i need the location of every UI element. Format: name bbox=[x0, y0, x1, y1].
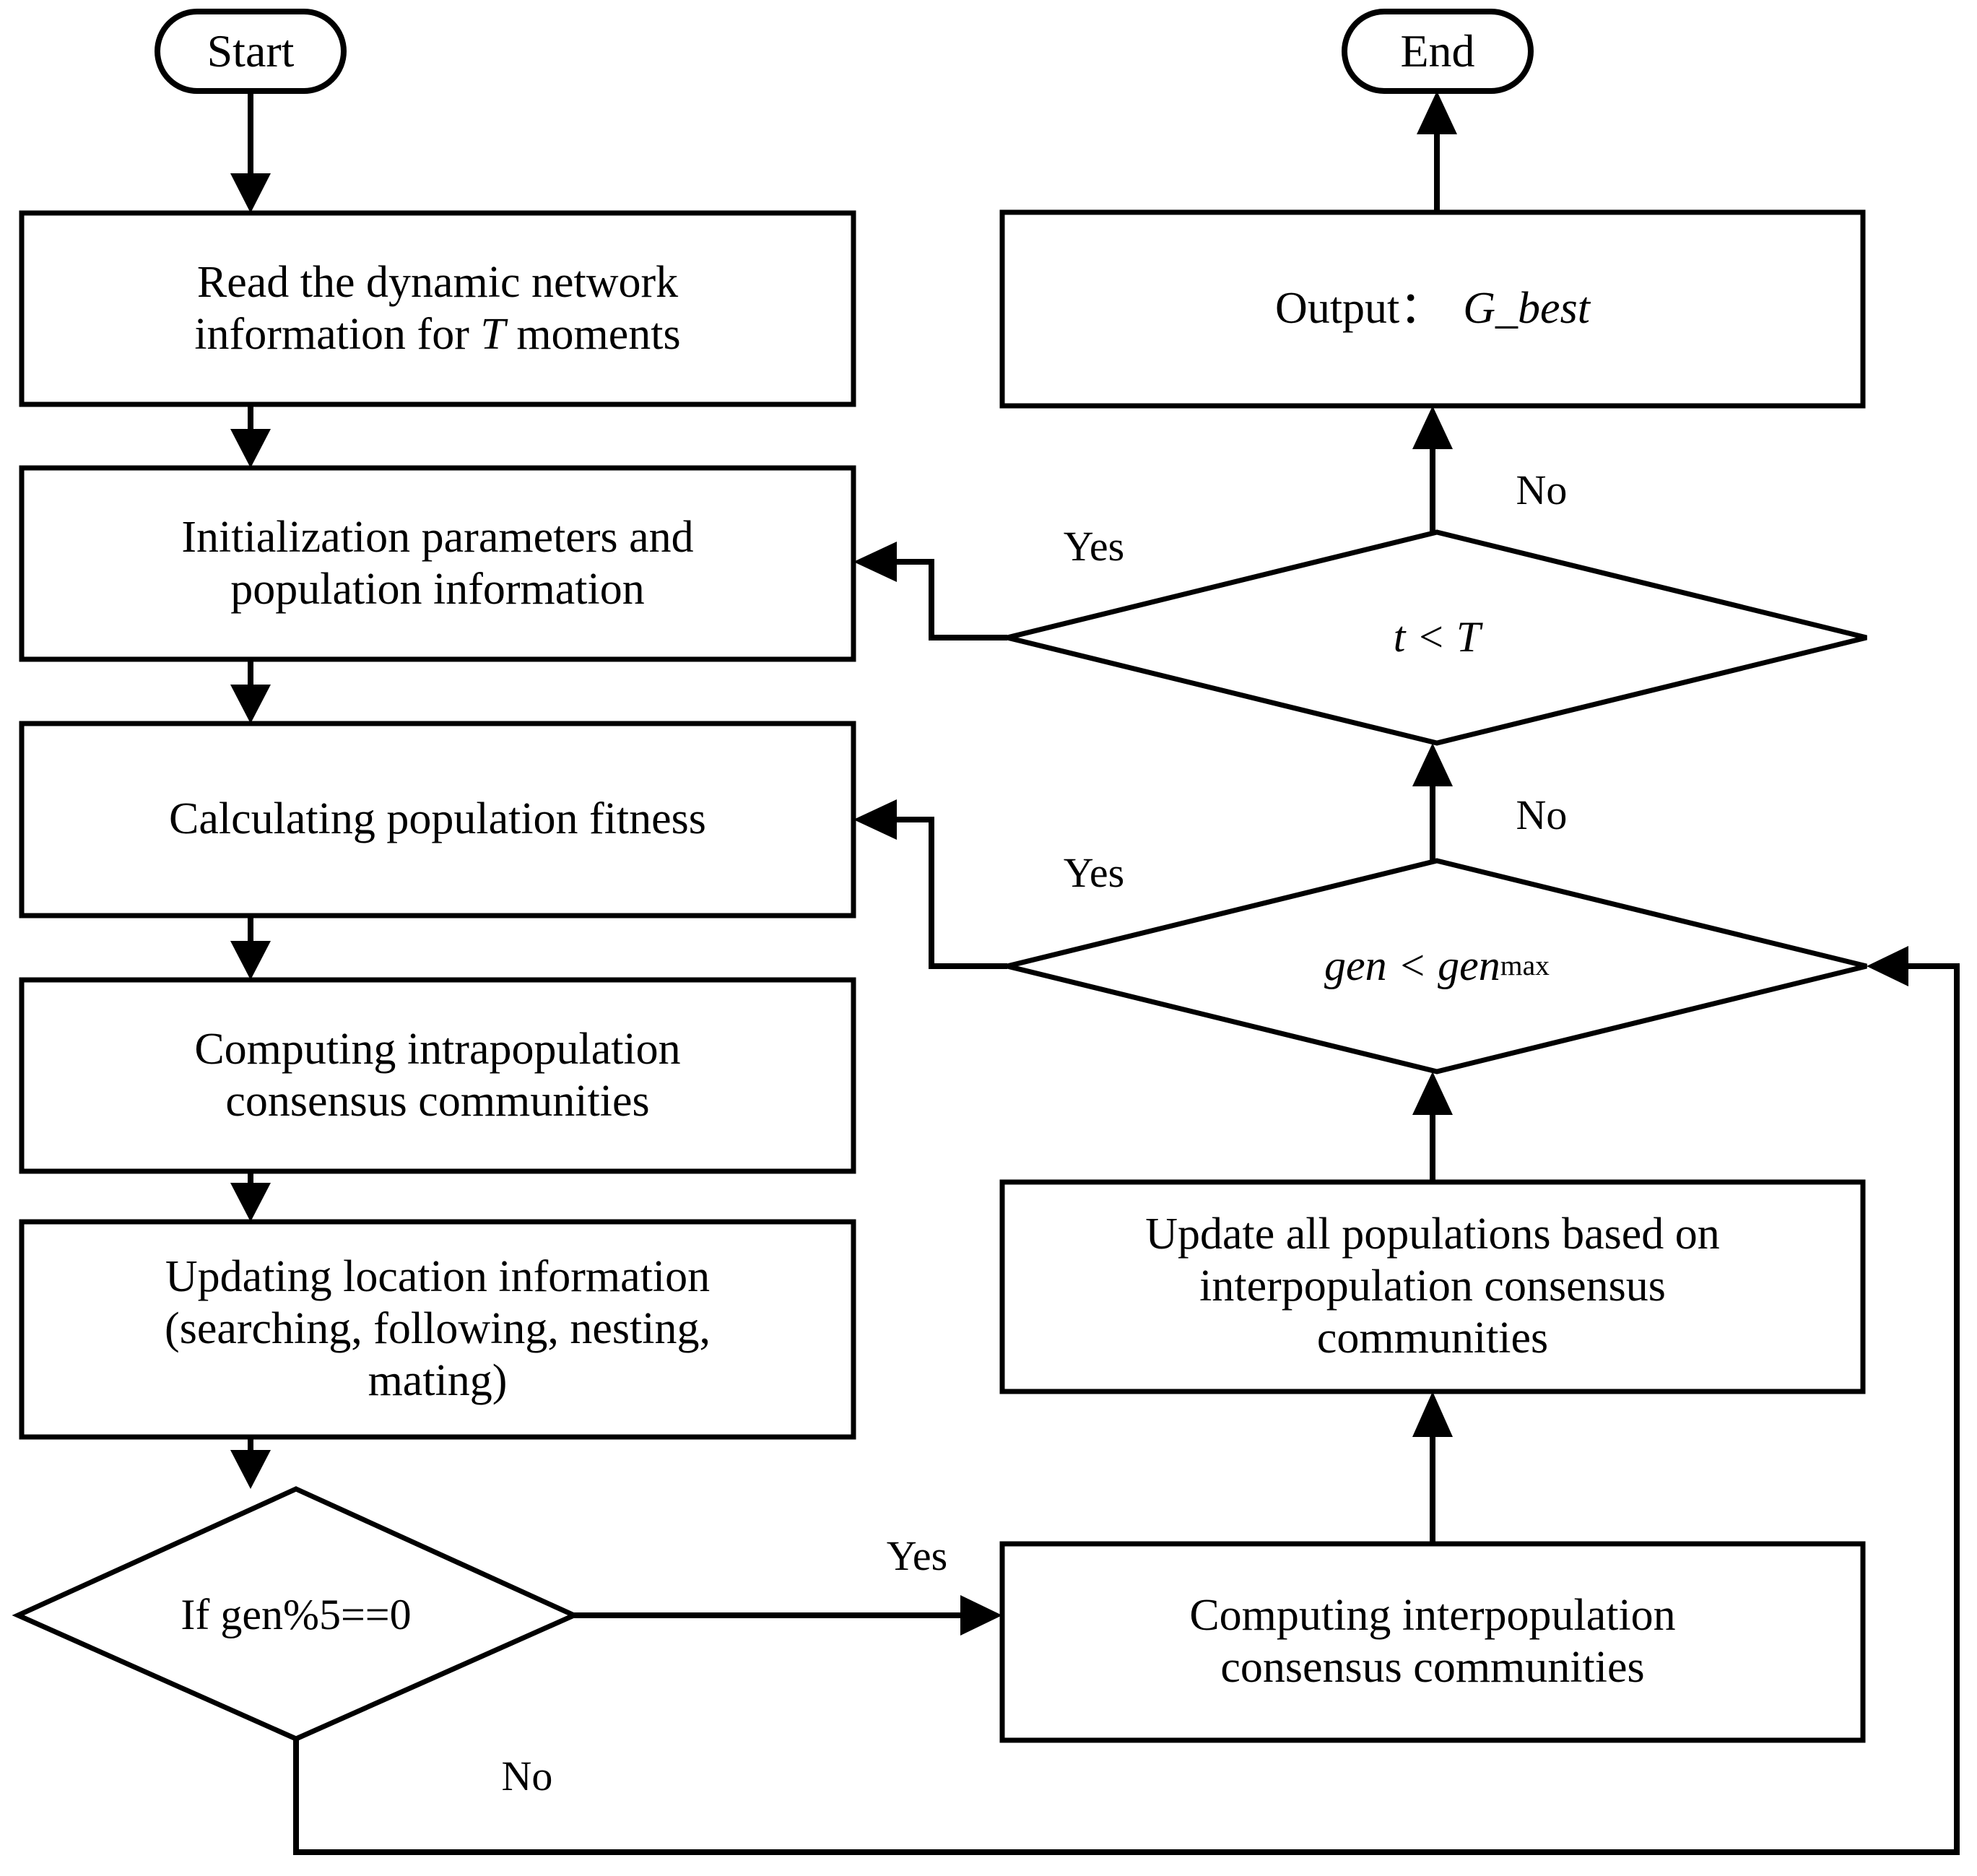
arrowhead-updateall-to-genmax bbox=[1412, 1072, 1453, 1115]
arrowhead-ifgen-no-to-genmax bbox=[1867, 946, 1908, 986]
node-update-all-pop-shape[interactable] bbox=[999, 1179, 1866, 1394]
node-update-location-label: Updating location information (searching… bbox=[165, 1252, 711, 1405]
node-init-params-label: Initialization parameters and population… bbox=[181, 512, 694, 614]
edge-label-tT-no: No bbox=[1516, 466, 1568, 514]
node-intra-consensus-label: Computing intrapopulation consensus comm… bbox=[194, 1024, 681, 1126]
arrowhead-read-to-init bbox=[230, 429, 271, 468]
node-calc-fitness-shape[interactable] bbox=[19, 721, 856, 919]
arrowhead-start-to-read bbox=[230, 173, 271, 213]
node-if-gen-mod-label: If gen%5==0 bbox=[181, 1591, 412, 1639]
node-gen-lt-genmax-shape[interactable] bbox=[1007, 858, 1867, 1074]
node-init-params-shape[interactable] bbox=[19, 465, 856, 662]
node-inter-consensus-label: Computing interpopulation consensus comm… bbox=[1189, 1591, 1676, 1692]
node-read-network-shape[interactable] bbox=[19, 210, 856, 407]
node-inter-consensus-shape[interactable] bbox=[999, 1541, 1866, 1743]
node-t-lt-T-label: t < T bbox=[1393, 613, 1481, 661]
arrowhead-tT-no-to-output bbox=[1412, 406, 1453, 449]
node-output-gbest-shape[interactable] bbox=[999, 209, 1866, 409]
arrowhead-ifgen-yes-to-inter bbox=[960, 1595, 1002, 1636]
node-intra-consensus-shape[interactable] bbox=[19, 977, 856, 1174]
output-prefix: Output： bbox=[1275, 284, 1445, 334]
edge-label-genmax-yes: Yes bbox=[1063, 849, 1125, 897]
edge-label-ifgen-yes: Yes bbox=[886, 1532, 948, 1580]
edge-label-ifgen-no: No bbox=[501, 1753, 553, 1800]
edge-tT-yes-to-init bbox=[895, 559, 1007, 640]
arrowhead-init-to-calc bbox=[230, 685, 271, 724]
arrowhead-inter-to-updateall bbox=[1412, 1391, 1453, 1437]
edge-genmax-yes-to-calc bbox=[895, 817, 1007, 969]
node-output-gbest-label: Output： G_best bbox=[1009, 212, 1856, 406]
edge-ifgen-no-loop bbox=[293, 963, 1960, 1855]
node-t-lt-T-shape[interactable] bbox=[1007, 529, 1867, 746]
node-end-label: End bbox=[1400, 25, 1475, 77]
node-start-label: Start bbox=[207, 25, 295, 77]
genmax-subscript: max bbox=[1500, 950, 1550, 982]
node-update-all-pop-label: Update all populations based on interpop… bbox=[1145, 1210, 1720, 1363]
node-calc-fitness-label: Calculating population fitness bbox=[169, 794, 706, 844]
arrowhead-intra-to-updateloc bbox=[230, 1183, 271, 1222]
arrowhead-calc-to-intra bbox=[230, 941, 271, 980]
arrowhead-genmax-no-to-tT bbox=[1412, 743, 1453, 786]
arrowhead-tT-yes-to-init bbox=[853, 542, 897, 582]
edge-label-genmax-no: No bbox=[1516, 791, 1568, 839]
arrowhead-updateloc-to-ifgen bbox=[230, 1450, 271, 1489]
node-update-location-shape[interactable] bbox=[19, 1219, 856, 1440]
output-value: G_best bbox=[1463, 284, 1590, 334]
node-end-shape[interactable] bbox=[1342, 9, 1534, 94]
arrowhead-output-to-end bbox=[1417, 91, 1457, 134]
arrowhead-genmax-yes-to-calc bbox=[853, 799, 897, 840]
genmax-expr: gen < gen bbox=[1324, 942, 1500, 990]
edge-label-tT-yes: Yes bbox=[1063, 523, 1125, 570]
